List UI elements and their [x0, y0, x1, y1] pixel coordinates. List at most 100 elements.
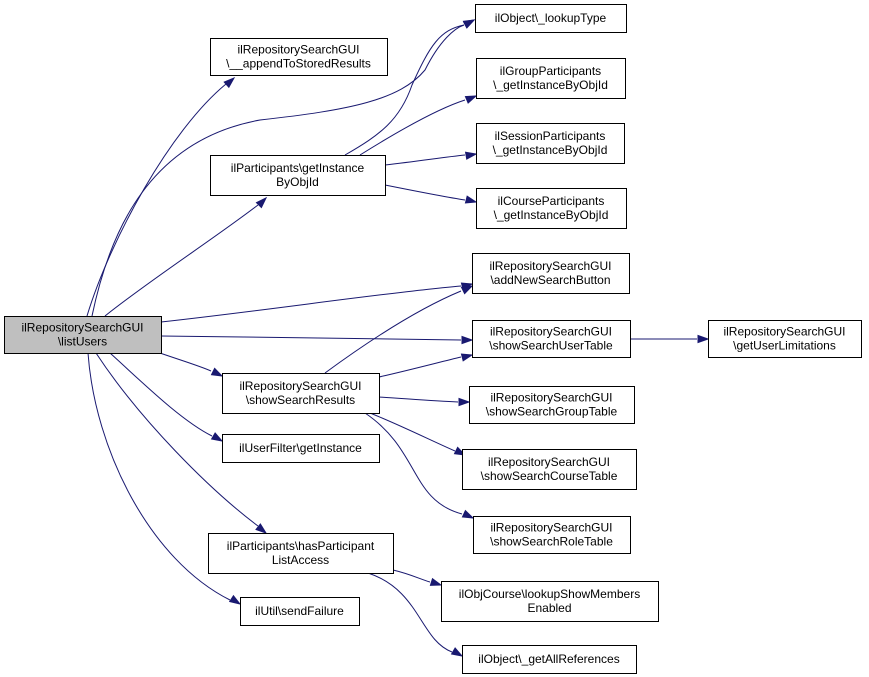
edge-line — [104, 204, 259, 317]
edge-root-to-showresults — [156, 351, 224, 377]
node-label-line: \showSearchUserTable — [489, 339, 613, 353]
node-box — [475, 4, 627, 33]
node-part-getinst[interactable]: ilParticipants\getInstanceByObjId — [210, 155, 386, 196]
edge-line — [392, 569, 431, 583]
arrow-head-icon — [458, 397, 471, 407]
arrow-head-icon — [223, 76, 236, 89]
edge-line — [156, 351, 212, 372]
edge-line — [91, 24, 465, 317]
edge-line — [324, 290, 462, 374]
arrow-head-icon — [210, 432, 224, 442]
node-showuser[interactable]: ilRepositorySearchGUI\showSearchUserTabl… — [472, 320, 631, 358]
edge-showresults-to-addnew — [324, 285, 474, 374]
node-label-line: \__appendToStoredResults — [226, 57, 371, 71]
arrow-head-icon — [460, 353, 474, 362]
node-label-line: \_getInstanceByObjId — [494, 208, 609, 222]
node-label-line: \_getInstanceByObjId — [493, 78, 608, 92]
node-root[interactable]: ilRepositorySearchGUI\listUsers — [4, 316, 162, 354]
node-session-part[interactable]: ilSessionParticipants\_getInstanceByObjI… — [476, 123, 625, 164]
node-box — [469, 386, 635, 424]
node-course-part[interactable]: ilCourseParticipants\_getInstanceByObjId — [476, 188, 627, 229]
edge-hasaccess-to-getallrefs — [367, 572, 464, 657]
arrow-head-icon — [228, 594, 242, 605]
arrow-head-icon — [210, 367, 224, 377]
node-lookuptype[interactable]: ilObject\_lookupType — [475, 4, 627, 33]
edge-line — [378, 396, 459, 403]
edges-layer — [86, 19, 710, 657]
node-label-line: ByObjId — [276, 175, 319, 189]
edge-line — [87, 352, 231, 601]
edge-line — [369, 412, 456, 452]
arrow-head-icon — [461, 335, 474, 345]
node-label-line: ilGroupParticipants — [500, 64, 601, 78]
node-label-line: ilParticipants\hasParticipant — [227, 539, 375, 553]
node-box — [222, 373, 380, 414]
node-box — [4, 316, 162, 354]
node-box — [210, 38, 388, 76]
node-box — [240, 597, 360, 626]
node-box — [476, 188, 627, 229]
edge-part_getinst-to-lookuptype — [344, 19, 476, 156]
edge-line — [344, 24, 465, 156]
node-label-line: ilObject\_getAllReferences — [478, 652, 619, 666]
node-getallrefs[interactable]: ilObject\_getAllReferences — [462, 645, 637, 674]
node-label-line: ilRepositorySearchGUI — [21, 321, 143, 335]
node-box — [210, 155, 386, 196]
node-box — [472, 320, 631, 358]
edge-line — [109, 352, 213, 437]
node-group-part[interactable]: ilGroupParticipants\_getInstanceByObjId — [476, 58, 626, 99]
node-label-line: \showSearchGroupTable — [486, 405, 618, 419]
node-box — [473, 516, 631, 554]
node-label-line: \addNewSearchButton — [490, 273, 610, 287]
node-getlimits[interactable]: ilRepositorySearchGUI\getUserLimitations — [708, 320, 862, 358]
node-showgroup[interactable]: ilRepositorySearchGUI\showSearchGroupTab… — [469, 386, 635, 424]
node-label-line: ilRepositorySearchGUI — [488, 455, 610, 469]
node-label-line: ilRepositorySearchGUI — [490, 325, 612, 339]
node-label-line: ilRepositorySearchGUI — [490, 521, 612, 535]
node-box — [476, 123, 625, 164]
node-label-line: ilUserFilter\getInstance — [239, 441, 362, 455]
node-box — [222, 434, 380, 463]
edge-line — [384, 184, 466, 201]
node-showrole[interactable]: ilRepositorySearchGUI\showSearchRoleTabl… — [473, 516, 631, 554]
node-label-line: ilRepositorySearchGUI — [723, 325, 845, 339]
node-label-line: ilCourseParticipants — [498, 194, 605, 208]
node-label-line: \listUsers — [58, 335, 107, 349]
edge-hasaccess-to-lookupmembers — [392, 569, 443, 586]
node-label-line: ilParticipants\getInstance — [231, 161, 365, 175]
node-sendfailure[interactable]: ilUtil\sendFailure — [240, 597, 360, 626]
node-userfilter[interactable]: ilUserFilter\getInstance — [222, 434, 380, 463]
node-label-line: ilRepositorySearchGUI — [237, 43, 359, 57]
arrow-head-icon — [255, 523, 268, 534]
edge-root-to-hasaccess — [95, 352, 268, 534]
edge-root-to-userfilter — [109, 352, 224, 442]
node-box — [476, 58, 626, 99]
edge-line — [378, 356, 462, 378]
edge-line — [364, 412, 463, 515]
edge-part_getinst-to-course_part — [384, 184, 478, 204]
node-showcourse[interactable]: ilRepositorySearchGUI\showSearchCourseTa… — [462, 449, 637, 490]
edge-line — [384, 154, 466, 166]
node-label-line: ilRepositorySearchGUI — [490, 391, 612, 405]
edge-root-to-showuser — [160, 335, 474, 345]
node-label-line: \_getInstanceByObjId — [493, 143, 608, 157]
edge-part_getinst-to-session_part — [384, 151, 478, 166]
arrow-head-icon — [462, 19, 476, 29]
node-box — [462, 449, 637, 490]
edge-line — [359, 99, 466, 156]
node-label-line: ilUtil\sendFailure — [255, 604, 344, 618]
edge-line — [367, 572, 453, 653]
node-addnew[interactable]: ilRepositorySearchGUI\addNewSearchButton — [472, 253, 630, 294]
edge-part_getinst-to-group_part — [359, 95, 478, 156]
edge-root-to-sendfailure — [87, 352, 242, 605]
node-box — [462, 645, 637, 674]
edge-showresults-to-showgroup — [378, 396, 471, 407]
node-append[interactable]: ilRepositorySearchGUI\__appendToStoredRe… — [210, 38, 388, 76]
node-label-line: \showSearchCourseTable — [481, 469, 618, 483]
node-label-line: ilRepositorySearchGUI — [239, 379, 361, 393]
node-showresults[interactable]: ilRepositorySearchGUI\showSearchResults — [222, 373, 380, 414]
edge-line — [86, 83, 227, 317]
